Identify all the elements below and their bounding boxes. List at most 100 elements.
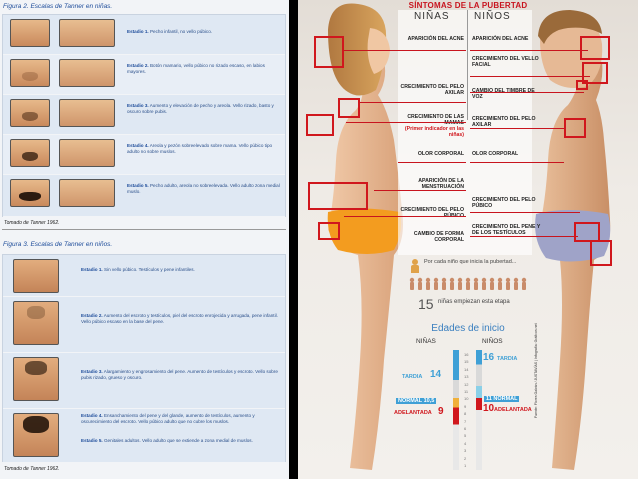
stage-label: Estadio 1.	[127, 29, 149, 34]
puberty-infographic: SÍNTOMAS DE LA PUBERTAD NIÑAS NIÑOS APAR…	[298, 0, 638, 479]
connector-line	[470, 128, 566, 129]
age-tick-label: 16	[464, 352, 469, 357]
highlight-boy-armpit	[564, 118, 586, 138]
highlight-chest	[306, 114, 334, 136]
highlight-abdomen	[308, 182, 368, 210]
boys-age-scale	[476, 350, 482, 470]
boy-label-body-odor: OLOR CORPORAL	[472, 151, 519, 157]
ages-boys-header: NIÑOS	[482, 338, 503, 345]
highlight-boy-face	[580, 36, 610, 60]
boy-label-genitals: CRECIMIENTO DEL PENE Y DE LOS TESTÍCULOS	[472, 224, 541, 236]
ages-girls-header: NIÑAS	[416, 338, 436, 345]
boy-person-icon	[410, 259, 420, 273]
boy-label-facial-hair: CRECIMIENTO DEL VELLO FACIAL	[472, 56, 539, 68]
stage-4-torso-image	[59, 139, 115, 167]
boys-tardia-label: TARDIA	[497, 356, 518, 362]
stage-4-pubic-image	[10, 139, 50, 167]
boy-stage-2-image	[13, 301, 59, 345]
age-tick-label: 14	[464, 366, 469, 372]
breasts-note: (Primer indicador en las niñas)	[404, 126, 464, 138]
connector-line	[346, 122, 466, 123]
fig3-table: Estadio 1. Sin vello púbico. Testículos …	[2, 254, 286, 463]
connector-line	[398, 162, 466, 163]
boy-label-axillary-hair: CRECIMIENTO DEL PELO AXILAR	[472, 116, 536, 128]
girl-label-menstruation: APARICIÓN DE LA MENSTRUACIÓN	[418, 178, 464, 190]
fig3-row-2: Estadio 2. Aumento del escroto y testícu…	[3, 297, 285, 353]
boy-stage-3-image	[13, 357, 59, 401]
girl-label-axillary-hair: CRECIMIENTO DEL PELO AXILAR	[400, 84, 464, 96]
stage-text: Pecho adulto, areola no sobreelevada. Ve…	[127, 183, 280, 194]
column-divider	[467, 10, 468, 120]
ages-title: Edades de inicio	[431, 323, 505, 334]
boys-adelantada-label: ADELANTADA	[494, 407, 532, 413]
girls-tardia-label: TARDIA	[402, 374, 423, 380]
stat-text: niñas empiezan esta etapa	[438, 299, 510, 305]
fig3-row-4: Estadio 4. Ensanchamiento del pene y del…	[3, 409, 285, 463]
fig3-source: Tomado de Tanner 1962.	[4, 466, 60, 472]
stage-label: Estadio 5.	[127, 183, 149, 188]
highlight-boy-throat	[576, 80, 588, 90]
stage-label: Estadio 3.	[81, 369, 103, 374]
girls-adelantada-age: 9	[438, 406, 444, 417]
stage-label: Estadio 1.	[81, 267, 103, 272]
connector-line	[470, 92, 584, 93]
stage-text: Aumento y elevación de pecho y areola. V…	[127, 103, 274, 114]
stat-number: 15	[418, 296, 434, 312]
highlight-face	[314, 36, 344, 68]
connector-line	[470, 50, 588, 51]
source-credit: Fuente: Flores Galván / JUSTAVÍAS | Info…	[534, 323, 538, 418]
stage-text: Alargamiento y engrosamiento del pene. A…	[81, 369, 278, 380]
age-tick-label: 12	[464, 381, 469, 387]
boys-adelantada-age: 10	[483, 403, 495, 414]
highlight-boy-genitals	[590, 240, 612, 266]
connector-line	[470, 212, 580, 213]
highlight-pubic	[318, 222, 340, 240]
connector-line	[358, 102, 466, 103]
breasts-text: CRECIMIENTO DE LAS MAMAS	[407, 114, 464, 126]
stage-3-torso-image	[59, 99, 115, 127]
fig2-row-5: Estadio 5. Pecho adulto, areola no sobre…	[3, 175, 285, 217]
boy-label-pubic-hair: CRECIMIENTO DEL PELO PÚBICO	[472, 197, 536, 209]
stage-text: Genitales adultos. Vello adulto que se e…	[103, 438, 253, 443]
age-tick-label: 5	[464, 433, 467, 439]
age-tick-label: 2	[464, 455, 467, 461]
boy-stage-4-image	[13, 413, 59, 457]
fig2-source: Tomado de Tanner 1962.	[4, 220, 60, 226]
age-tick-label: 8	[464, 411, 467, 417]
connector-line	[470, 236, 578, 237]
girls-header: NIÑAS	[414, 11, 450, 22]
age-tick-label: 4	[464, 440, 467, 446]
fig2-table: Estadio 1. Pecho infantil, no vello púbi…	[2, 14, 286, 217]
infographic-title: SÍNTOMAS DE LA PUBERTAD	[408, 1, 528, 10]
stage-label: Estadio 2.	[81, 313, 103, 318]
boys-header: NIÑOS	[474, 11, 511, 22]
boy-label-acne: APARICIÓN DEL ACNE	[472, 36, 529, 42]
stage-5-pubic-image	[10, 179, 50, 207]
connector-line	[470, 162, 564, 163]
connector-line	[470, 76, 590, 77]
fig2-row-4: Estadio 4. Areola y pezón sobreelevado s…	[3, 135, 285, 175]
age-tick-label: 3	[464, 448, 467, 454]
stage-text: Botón mamario, vello púbico no rizado es…	[127, 63, 265, 74]
highlight-boy-pubic	[574, 222, 600, 242]
fig2-title: Figura 2. Escalas de Tanner en niñas.	[3, 3, 113, 10]
fig2-row-2: Estadio 2. Botón mamario, vello púbico n…	[3, 55, 285, 95]
age-tick-label: 1	[464, 463, 467, 468]
stage-label: Estadio 2.	[127, 63, 149, 68]
boy-stage-1-image	[13, 259, 59, 293]
age-tick-label: 13	[464, 374, 469, 380]
connector-line	[344, 216, 466, 217]
girl-label-body-shape: CAMBIO DE FORMA CORPORAL	[413, 231, 464, 243]
age-tick-label: 6	[464, 426, 467, 431]
stage-text: Sin vello púbico. Testículos y pene infa…	[103, 267, 195, 272]
stage-2-torso-image	[59, 59, 115, 87]
fig3-row-1: Estadio 1. Sin vello púbico. Testículos …	[3, 255, 285, 297]
divider	[2, 229, 286, 230]
stage-2-pubic-image	[10, 59, 50, 87]
stage-label: Estadio 5.	[81, 438, 103, 443]
age-tick-label: 15	[464, 359, 469, 365]
stage-text: Pecho infantil, no vello púbico.	[149, 29, 213, 34]
stage-label: Estadio 4.	[81, 413, 103, 418]
age-tick-label: 7	[464, 418, 467, 424]
stage-label: Estadio 3.	[127, 103, 149, 108]
